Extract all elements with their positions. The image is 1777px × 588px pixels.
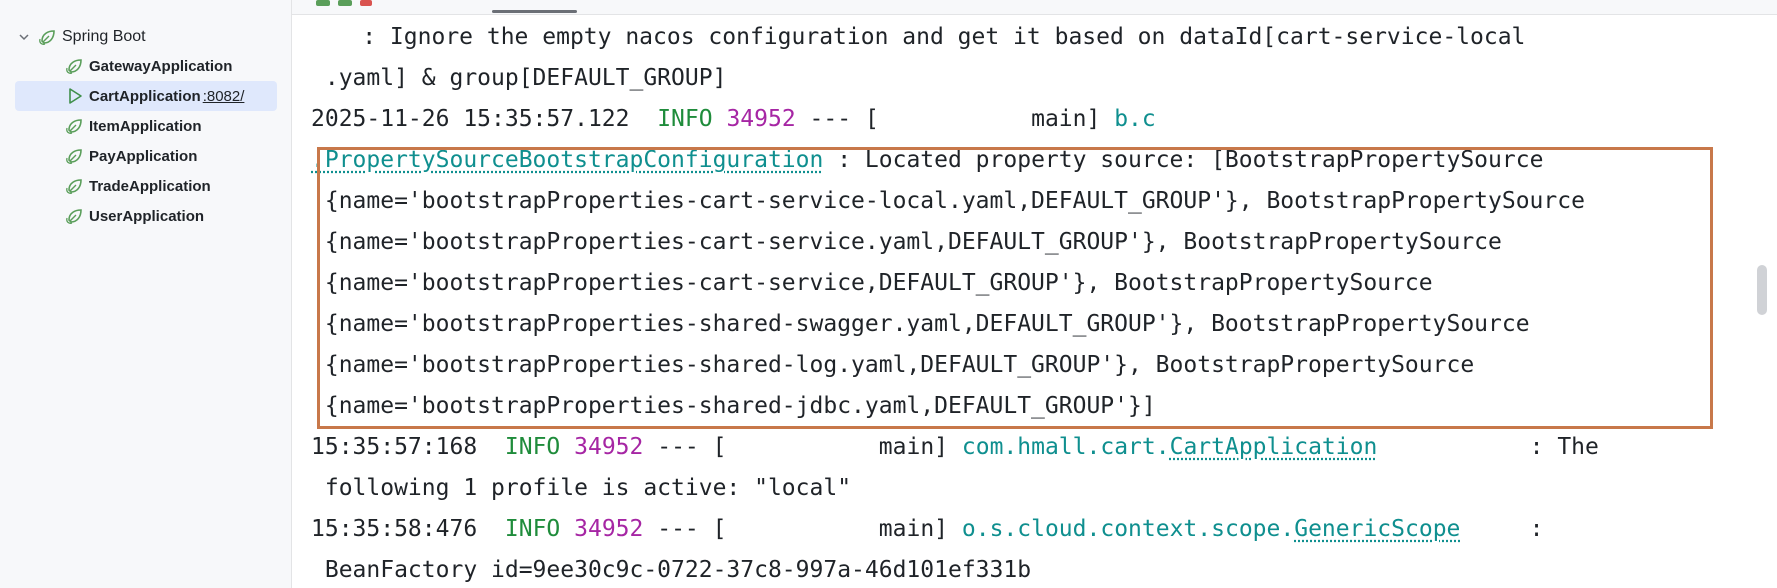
tree-group-label: Spring Boot xyxy=(62,28,146,45)
log-timestamp: 15:35:57:168 xyxy=(311,434,478,460)
log-pid: 34952 xyxy=(574,516,644,542)
log-message: : xyxy=(1460,516,1544,542)
log-logger-package: com.hmall.cart. xyxy=(961,434,1170,460)
console-line: {name='bootstrapProperties-cart-service-… xyxy=(311,188,1585,214)
console-log-line: 15:35:58:476 INFO 34952 --- [ main] o.s.… xyxy=(311,509,1543,550)
run-icon xyxy=(69,88,82,104)
console-line: {name='bootstrapProperties-shared-swagge… xyxy=(311,311,1530,337)
chevron-down-icon[interactable] xyxy=(18,31,30,43)
log-pid: 34952 xyxy=(574,434,644,460)
spring-boot-icon xyxy=(66,119,82,134)
debug-icon[interactable] xyxy=(338,0,352,6)
stop-icon[interactable] xyxy=(360,0,372,6)
logger-class-link[interactable]: .PropertySourceBootstrapConfiguration xyxy=(311,147,824,173)
services-tree: Spring Boot GatewayApplication CartAppli… xyxy=(0,0,292,588)
service-label: UserApplication xyxy=(89,207,205,225)
log-level: INFO xyxy=(504,516,561,542)
logger-class-link[interactable]: GenericScope xyxy=(1294,516,1461,542)
console-log-line: .PropertySourceBootstrapConfiguration : … xyxy=(311,140,1543,181)
spring-boot-icon xyxy=(66,149,82,164)
tree-group-spring-boot[interactable]: Spring Boot xyxy=(0,22,292,52)
console-line: : Ignore the empty nacos configuration a… xyxy=(293,24,1526,50)
console-line: {name='bootstrapProperties-cart-service.… xyxy=(311,229,1502,255)
log-pid: 34952 xyxy=(726,106,796,132)
service-label: GatewayApplication xyxy=(89,57,233,75)
run-toolbar xyxy=(292,0,1777,15)
console-line: .yaml] & group[DEFAULT_GROUP] xyxy=(311,65,727,91)
service-label: ItemApplication xyxy=(89,117,202,135)
log-level: INFO xyxy=(504,434,561,460)
log-level: INFO xyxy=(657,106,713,132)
service-item-application[interactable]: ItemApplication xyxy=(15,111,277,141)
spring-boot-icon xyxy=(66,209,82,224)
console-line: BeanFactory id=9ee30c9c-0722-37c8-997a-4… xyxy=(311,557,1032,583)
service-user-application[interactable]: UserApplication xyxy=(15,201,277,231)
console-line: {name='bootstrapProperties-shared-log.ya… xyxy=(311,352,1475,378)
console-log-line: 15:35:57:168 INFO 34952 --- [ main] com.… xyxy=(311,427,1599,468)
console-line: {name='bootstrapProperties-cart-service,… xyxy=(311,270,1433,296)
console-line: following 1 profile is active: "local" xyxy=(311,475,852,501)
service-pay-application[interactable]: PayApplication xyxy=(15,141,277,171)
log-thread: --- [ main] xyxy=(643,516,962,542)
service-port-link[interactable]: :8082/ xyxy=(202,87,245,105)
service-label: TradeApplication xyxy=(89,177,211,195)
toolbar-tab-indicator[interactable] xyxy=(492,10,577,13)
spring-boot-icon xyxy=(66,59,82,74)
spring-boot-icon xyxy=(39,30,55,45)
spring-boot-icon xyxy=(66,179,82,194)
console-log-line: 2025-11-26 15:35:57.122 INFO 34952 --- [… xyxy=(311,99,1156,140)
logger-class-link[interactable]: CartApplication xyxy=(1169,434,1378,460)
service-label: PayApplication xyxy=(89,147,198,165)
log-logger: b.c xyxy=(1114,106,1156,132)
log-logger-package: o.s.cloud.context.scope. xyxy=(961,516,1295,542)
console-output[interactable]: : Ignore the empty nacos configuration a… xyxy=(293,14,1753,588)
service-label: CartApplication xyxy=(89,87,201,105)
console-scrollbar[interactable] xyxy=(1757,265,1767,315)
log-message: : The xyxy=(1377,434,1599,460)
rerun-icon[interactable] xyxy=(316,0,330,6)
log-thread: --- [ main] xyxy=(795,106,1115,132)
console-line: {name='bootstrapProperties-shared-jdbc.y… xyxy=(311,393,1156,419)
log-thread: --- [ main] xyxy=(643,434,962,460)
service-gateway-application[interactable]: GatewayApplication xyxy=(15,51,277,81)
service-cart-application[interactable]: CartApplication :8082/ xyxy=(15,81,277,111)
log-timestamp: 2025-11-26 15:35:57.122 xyxy=(311,106,630,132)
log-timestamp: 15:35:58:476 xyxy=(311,516,478,542)
service-trade-application[interactable]: TradeApplication xyxy=(15,171,277,201)
log-message: : Located property source: [BootstrapPro… xyxy=(823,147,1544,173)
